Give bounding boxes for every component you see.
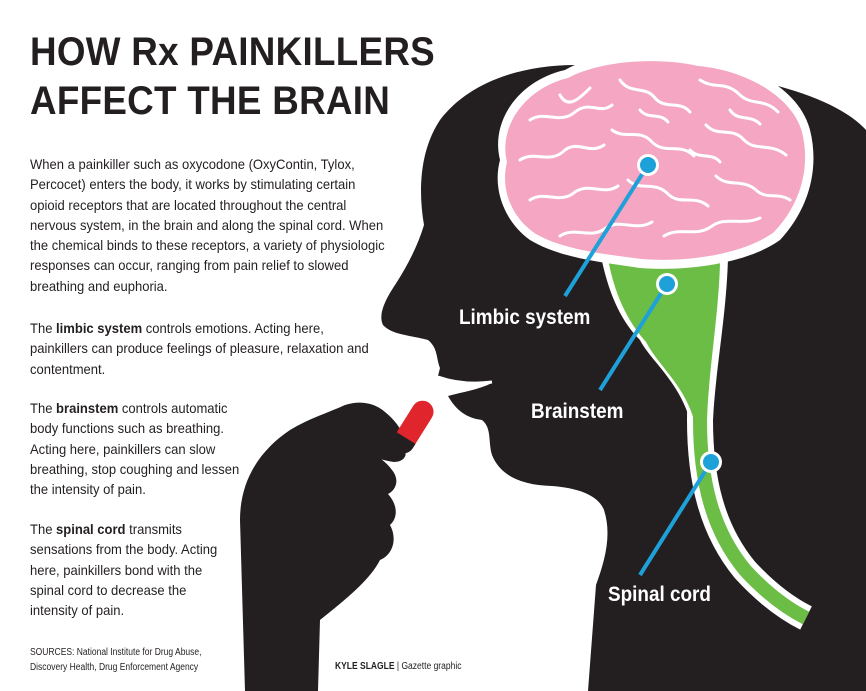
brainstem-prefix: The — [30, 400, 57, 416]
mouth-line — [437, 375, 493, 385]
spinal-pointer — [638, 451, 722, 577]
spinal-prefix: The — [30, 521, 57, 537]
spinal-cord-label: Spinal cord — [608, 583, 711, 606]
credit-org: Gazette graphic — [401, 661, 462, 672]
limbic-term: limbic system — [56, 320, 143, 336]
brainstem — [606, 236, 721, 420]
sources-line-1: SOURCES: National Institute for Drug Abu… — [30, 647, 202, 658]
intro-paragraph: When a painkiller such as oxycodone (Oxy… — [30, 156, 385, 294]
limbic-pointer — [563, 154, 659, 298]
brainstem-paragraph: The brainstem controls automatic body fu… — [30, 398, 253, 499]
spinal-paragraph: The spinal cord transmits sensations fro… — [30, 519, 225, 620]
brainstem-text: controls automatic body functions such a… — [30, 400, 240, 498]
limbic-paragraph: The limbic system controls emotions. Act… — [30, 318, 379, 379]
spinal-text: transmits sensations from the body. Acti… — [30, 521, 218, 619]
hand-silhouette — [240, 402, 404, 691]
sources-note: SOURCES: National Institute for Drug Abu… — [30, 646, 202, 675]
brain-folds — [518, 78, 792, 238]
brainstem-term: brainstem — [56, 400, 119, 416]
title-line-1: HOW Rx PAINKILLERS — [30, 30, 436, 74]
sources-line-2: Discovery Health, Drug Enforcement Agenc… — [30, 661, 199, 673]
graphic-credit: KYLE SLAGLE | Gazette graphic — [335, 661, 461, 672]
credit-separator: | — [394, 661, 402, 672]
brainstem-label: Brainstem — [531, 400, 624, 423]
limbic-system-label: Limbic system — [459, 306, 591, 329]
limbic-text: controls emotions. Acting here, painkill… — [30, 320, 369, 377]
title-line-2: AFFECT THE BRAIN — [30, 79, 391, 123]
brainstem-pointer — [598, 273, 678, 392]
spinal-term: spinal cord — [56, 521, 126, 537]
limbic-prefix: The — [30, 320, 57, 336]
page-title: HOW Rx PAINKILLERS AFFECT THE BRAIN — [30, 28, 435, 126]
credit-author: KYLE SLAGLE — [335, 661, 395, 672]
thumb — [346, 431, 406, 462]
